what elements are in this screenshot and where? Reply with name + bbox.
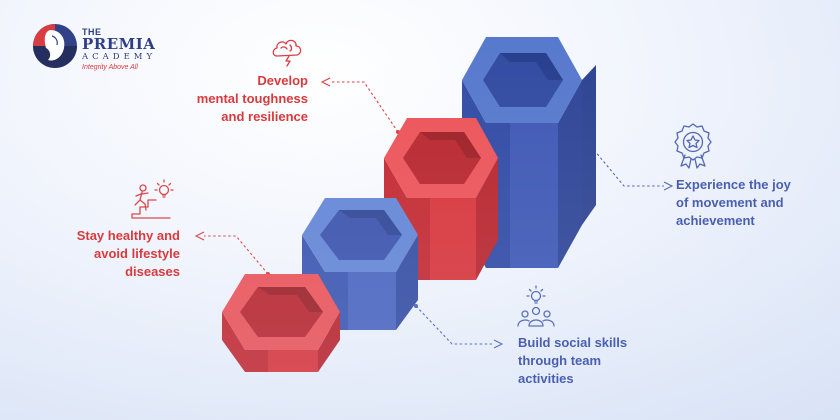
label-health-line-1: Stay healthy and bbox=[76, 228, 180, 243]
logo-the: THE bbox=[82, 27, 102, 37]
label-social-line-2: through team bbox=[518, 352, 602, 368]
label-health-line-2: avoid lifestyle bbox=[94, 245, 180, 261]
label-health: Stay healthy and avoid lifestyle disease… bbox=[48, 227, 180, 281]
label-social: Build social skills through team activit… bbox=[518, 334, 668, 388]
logo-tagline: Integrity Above All bbox=[82, 63, 138, 71]
logo-academy: ACADEMY bbox=[82, 52, 157, 62]
logo-name: PREMIA bbox=[82, 35, 156, 53]
label-resilience: Develop mental toughness and resilience bbox=[178, 72, 308, 126]
label-joy: Experience the joy of movement and achie… bbox=[676, 176, 826, 230]
label-joy-line-3: achievement bbox=[676, 212, 755, 228]
label-resilience-line-3: and resilience bbox=[221, 108, 308, 124]
label-social-line-3: activities bbox=[518, 370, 574, 386]
label-health-line-3: diseases bbox=[125, 263, 180, 279]
label-resilience-line-1: Develop bbox=[257, 73, 308, 88]
label-social-line-1: Build social skills bbox=[518, 335, 628, 350]
label-resilience-line-2: mental toughness bbox=[196, 90, 308, 106]
label-joy-line-2: of movement and bbox=[676, 194, 784, 210]
academy-logo-text: THE PREMIA ACADEMY Integrity Above All bbox=[82, 28, 156, 71]
label-joy-line-1: Experience the joy bbox=[676, 177, 791, 192]
